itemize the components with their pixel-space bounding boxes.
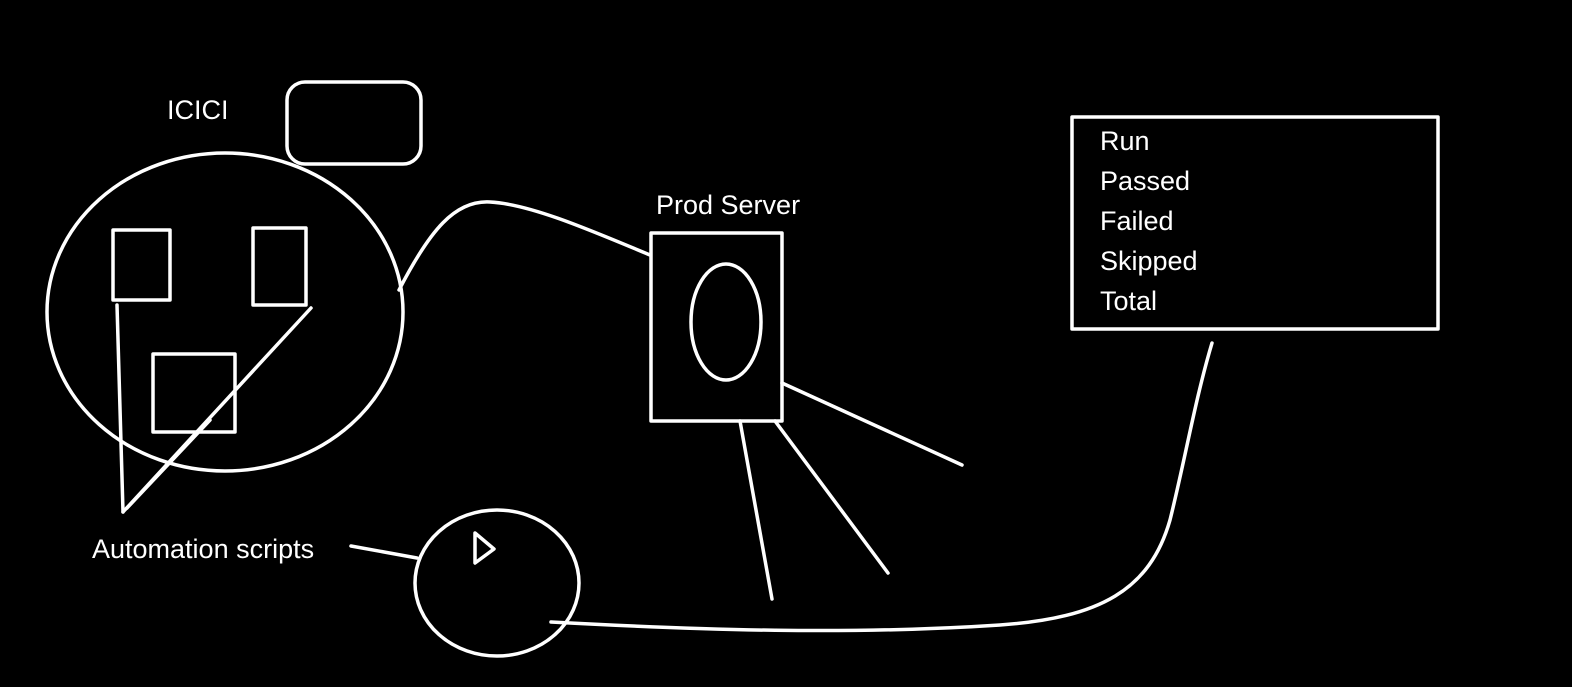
client-tag-box <box>285 80 423 166</box>
script-box-1 <box>111 228 172 302</box>
report-item-run: Run <box>1100 126 1150 156</box>
server-database <box>689 262 763 382</box>
server-line-1 <box>780 381 964 467</box>
script-box-2 <box>251 226 308 307</box>
server-line-3 <box>738 419 774 601</box>
report-item-passed: Passed <box>1100 166 1191 196</box>
play-icon <box>473 531 496 565</box>
script-pointer-1 <box>115 303 125 514</box>
scripts-run-connector <box>349 544 419 560</box>
script-pointer-3 <box>125 418 212 510</box>
report-item-total: Total <box>1100 286 1158 316</box>
run-report-connector <box>549 341 1214 633</box>
scripts-label: Automation scripts <box>92 534 315 564</box>
report-box <box>1070 115 1440 331</box>
client-circle <box>45 151 405 473</box>
server-box <box>649 231 784 423</box>
run-circle <box>413 508 581 658</box>
script-box-3 <box>151 352 237 434</box>
report-item-skipped: Skipped <box>1100 246 1198 276</box>
report-item-failed: Failed <box>1100 206 1174 236</box>
server-label: Prod Server <box>656 190 801 220</box>
server-line-2 <box>773 419 890 575</box>
client-label: ICICI <box>167 95 229 125</box>
client-server-connector <box>397 200 652 292</box>
